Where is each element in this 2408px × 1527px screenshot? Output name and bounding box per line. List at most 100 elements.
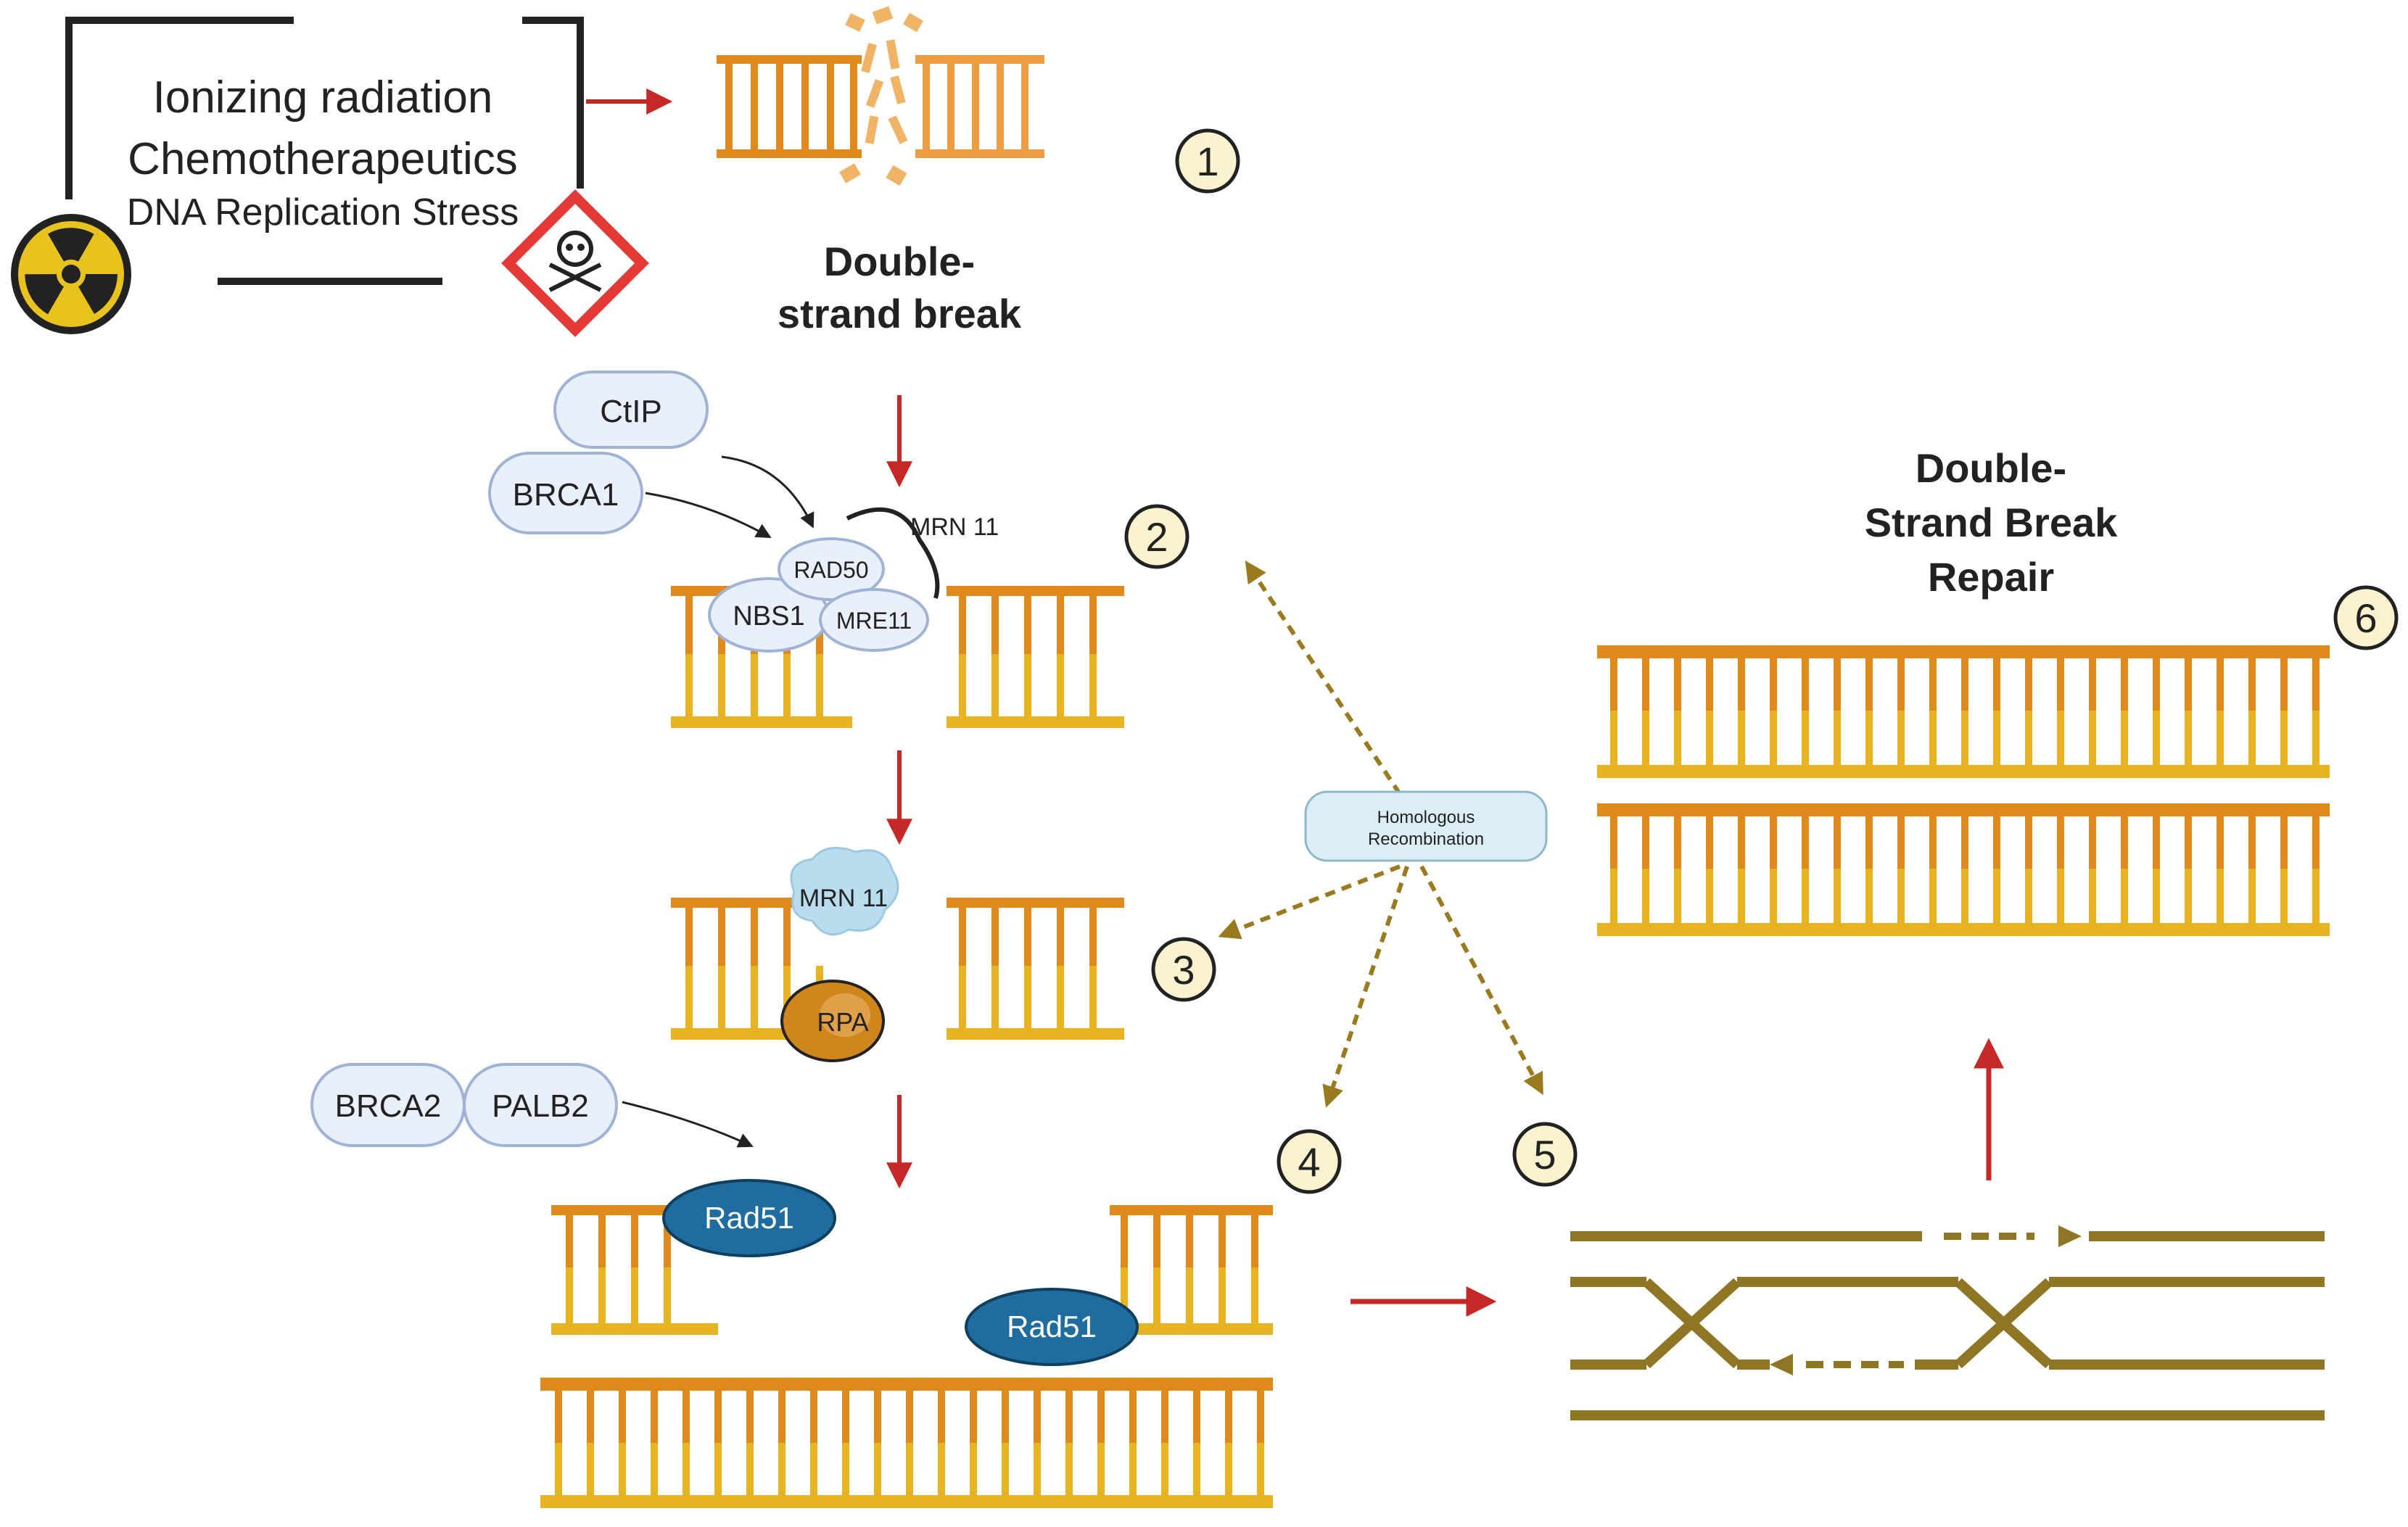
dna-rung-bottom [2089,869,2096,923]
brca2-protein: BRCA2 [310,1063,466,1147]
brca1-protein: BRCA1 [488,452,643,534]
dna-rung-bottom [1865,711,1873,765]
dna-rung-top [1706,816,1713,869]
hr-arrow-step4 [1322,866,1409,1108]
dna-rung-bottom [1897,869,1905,923]
step4-left-dna [551,1205,718,1335]
dna-rung-bottom [619,1443,626,1495]
broken-dna-fragment [717,6,1044,186]
rad51-protein-b: Rad51 [965,1288,1139,1366]
mre11-protein: MRE11 [819,588,929,652]
svg-text:CtIP: CtIP [600,394,662,429]
dna-rung-bottom [1993,869,2000,923]
dna-rung-top [1257,1391,1264,1443]
dna-rung-bottom [2217,711,2224,765]
dna-rung-bottom [938,1443,945,1495]
dna-rung-bottom [1770,711,1777,765]
dna-rung-bottom [1834,869,1841,923]
dna-rung-bottom [970,1443,977,1495]
dna-rung-bottom [874,1443,881,1495]
dna-rung-bottom [2248,711,2256,765]
dna-rung-top [2057,816,2064,869]
dna-rung-top [2248,816,2256,869]
dna-rung-top [2185,816,2192,869]
dna-rung-top [778,1391,786,1443]
dna-rung-top [1961,816,1968,869]
dna-rung-bottom [714,1443,722,1495]
dna-rung-top [2280,658,2288,711]
dna-rung-top [2312,816,2320,869]
dna-rung-top [1642,816,1649,869]
step-6-badge: 6 [2354,595,2377,641]
dna-rung-top [1993,816,2000,869]
repaired-dna-upper [1597,645,2330,778]
dna-rung-top [2312,658,2320,711]
dna-rung-bottom [1993,711,2000,765]
step2-right-dna [947,586,1124,728]
dna-rung-bottom [1802,711,1809,765]
hr-arrow-step5 [1419,865,1543,1096]
dna-rung-bottom [2248,869,2256,923]
dna-rung-top [746,1391,754,1443]
dna-rung-bottom [1225,1443,1232,1495]
dna-rung-top [1193,1391,1200,1443]
cause-chemotherapeutics: Chemotherapeutics [128,134,518,184]
dna-rung-top [1225,1391,1232,1443]
dna-rung-bottom [906,1443,913,1495]
palb2-protein: PALB2 [463,1063,618,1147]
svg-text:RPA: RPA [817,1007,868,1037]
dna-rung-top [938,1391,945,1443]
dna-rung-bottom [555,1443,562,1495]
repair-title-line1: Double- [1916,445,2066,491]
svg-text:NBS1: NBS1 [733,601,804,632]
dna-rung-bottom [2057,711,2064,765]
dna-rung-bottom [1706,869,1713,923]
step3-right-dna [947,898,1124,1040]
dna-rung-bottom [1961,869,1968,923]
dna-rung-top [842,1391,849,1443]
mrn-complex: MRN 11 [790,846,899,936]
dna-rung-top [2121,816,2128,869]
dna-rung-top [1802,658,1809,711]
dna-rung-bottom [1097,1443,1105,1495]
dna-rung-top [1802,816,1809,869]
palb2-to-rad51-arrow [622,1101,754,1148]
dna-rung-bottom [746,1443,754,1495]
dna-rung-top [1129,1391,1137,1443]
step-3-badge: 3 [1172,947,1195,993]
dna-rung-top [2025,658,2032,711]
dna-rung-bottom [2185,711,2192,765]
dna-rung-top [1610,816,1617,869]
dna-rung-top [1770,658,1777,711]
cause-ionizing-radiation: Ionizing radiation [153,73,493,123]
dna-rung-bottom [1034,1443,1041,1495]
dna-rung-bottom [1642,711,1649,765]
nbs1-protein: NBS1 [708,577,830,653]
svg-text:RAD50: RAD50 [793,557,868,583]
dna-rung-top [1865,816,1873,869]
dna-rung-bottom [1770,869,1777,923]
cause-replication-stress: DNA Replication Stress [127,191,519,233]
dna-rung-bottom [2185,869,2192,923]
dna-rung-bottom [683,1443,690,1495]
right-rungs [923,64,1028,149]
dna-rung-bottom [1002,1443,1009,1495]
repair-title-line3: Repair [1928,554,2054,600]
dsb-title-line2: strand break [778,291,1022,336]
svg-text:BRCA1: BRCA1 [513,477,619,513]
dsb-title-line1: Double- [824,239,975,284]
svg-text:PALB2: PALB2 [492,1088,589,1124]
dna-rung-top [1034,1391,1041,1443]
dna-rung-top [1610,658,1617,711]
dna-rung-bottom [1834,711,1841,765]
skull-crossbones-icon [501,189,649,337]
step-1-badge: 1 [1196,138,1219,184]
dna-rung-top [1738,658,1745,711]
dna-rung-bottom [2217,869,2224,923]
template-dna [540,1378,1273,1508]
left-rungs [725,64,857,149]
dna-rung-bottom [1161,1443,1168,1495]
dna-rung-bottom [842,1443,849,1495]
dna-rung-bottom [2153,869,2160,923]
